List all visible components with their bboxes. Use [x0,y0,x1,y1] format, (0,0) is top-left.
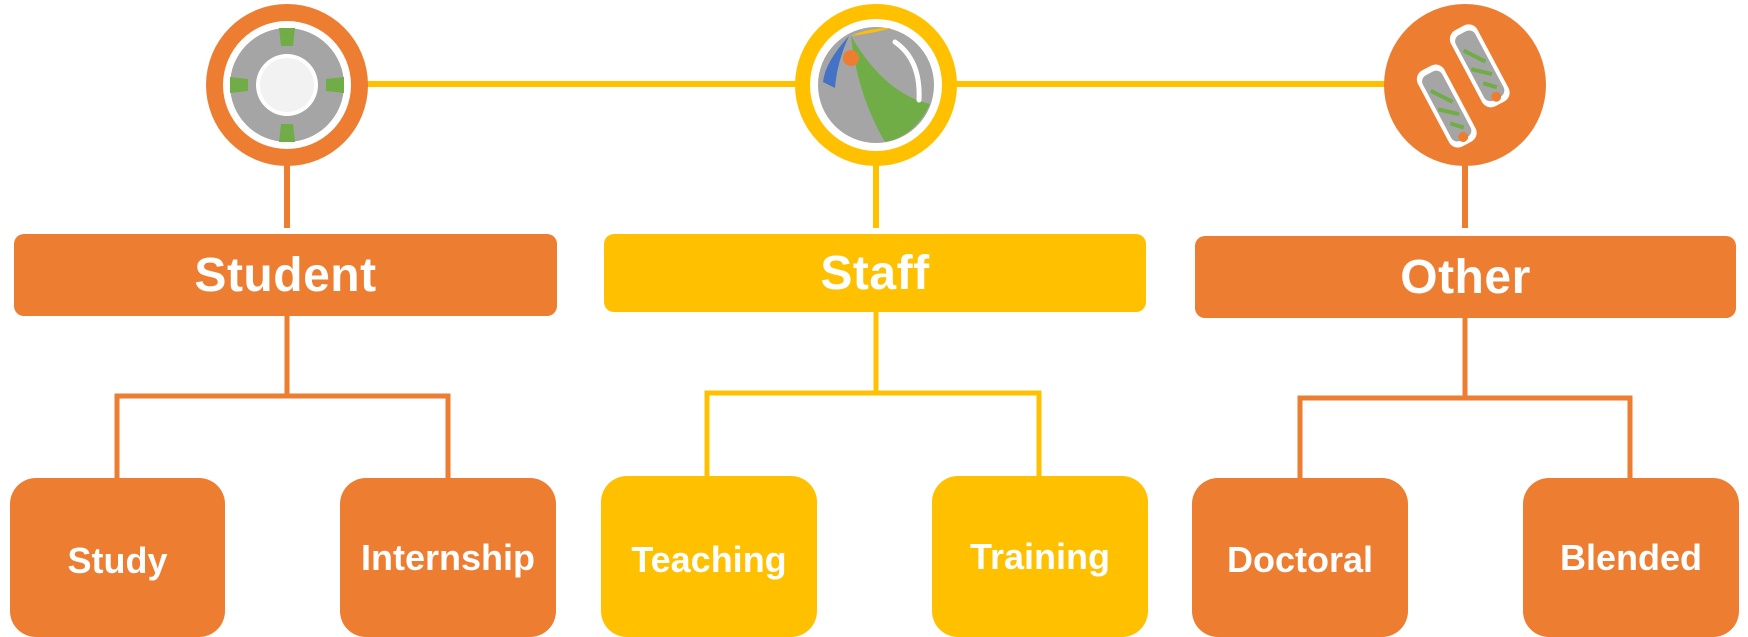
swim-fins-icon [1416,24,1510,148]
leaf-box-teaching: Teaching [601,476,817,637]
leaf-box-doctoral: Doctoral [1192,478,1408,637]
student-icon-circle [206,4,368,166]
category-box-other: Other [1195,236,1736,318]
category-box-student: Student [14,234,557,316]
category-label-staff: Staff [820,246,930,300]
leaf-label-study: Study [67,539,168,581]
branch-staff-right [876,390,1042,478]
leaf-label-blended: Blended [1559,536,1702,578]
branch-student [114,314,290,480]
branch-other-right [1465,395,1633,480]
leaf-label-training: Training [969,535,1110,577]
category-box-staff: Staff [604,234,1146,312]
leaf-label-teaching: Teaching [631,538,787,580]
beach-ball-icon [810,19,942,151]
leaf-box-blended: Blended [1523,478,1739,637]
branch-other [1297,316,1468,480]
staff-icon-circle [795,4,957,166]
life-ring-icon [223,21,351,149]
leaf-box-training: Training [932,476,1148,637]
leaf-label-internship: Internship [360,536,535,578]
leaf-box-study: Study [10,478,225,637]
leaf-label-doctoral: Doctoral [1226,538,1374,580]
category-label-student: Student [194,248,377,302]
branch-student-right [287,393,451,480]
leaf-box-internship: Internship [340,478,556,637]
branch-staff [704,312,879,478]
other-icon-circle [1384,4,1546,166]
category-label-other: Other [1400,250,1531,304]
